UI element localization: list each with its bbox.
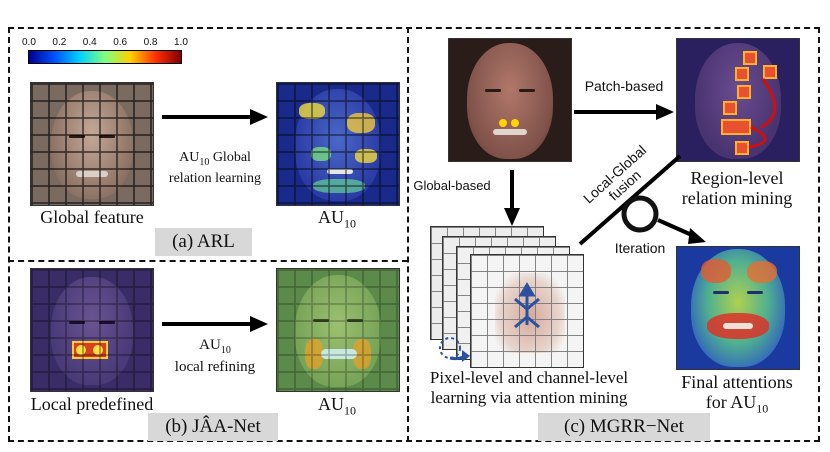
arrow-b-line2: local refining (174, 359, 256, 375)
arrow-b-line1: AU10 (199, 337, 231, 356)
channel-loop-arrow (439, 337, 470, 362)
colorbar-tick-label: 0.2 (52, 37, 67, 48)
colorbar-tick-label: 0.8 (143, 37, 158, 48)
colorbar-ticks: 0.0 0.2 0.4 0.6 0.8 1.0 (22, 37, 188, 49)
panel-b-label: (b) JÂA-Net (148, 413, 278, 441)
global-feature-caption: Global feature (40, 207, 144, 227)
panel-divider-vertical (407, 27, 409, 442)
local-predefined-caption: Local predefined (30, 394, 154, 414)
outer-dashed-frame (8, 27, 820, 442)
colorbar-tick-label: 1.0 (174, 37, 188, 48)
jaa-attention-heatmap (276, 268, 400, 392)
arl-attention-heatmap (276, 82, 400, 206)
jaa-output-caption: AU10 (318, 394, 356, 418)
final-attention-heatmap (676, 246, 800, 370)
region-level-caption: Region-level relation mining (662, 168, 812, 208)
region-caption-line2: relation mining (681, 188, 793, 208)
patch-based-arrow (574, 104, 674, 120)
attention-arrows (514, 282, 540, 329)
panel-a-label: (a) ARL (155, 228, 252, 256)
arrow-a-line2: relation learning (168, 170, 262, 186)
arrow-a (162, 109, 268, 125)
patch-based-label: Patch-based (584, 78, 664, 94)
final-caption-line2: for AU10 (705, 392, 769, 416)
final-caption-line1: Final attentions (681, 372, 793, 392)
region-caption-line1: Region-level (690, 168, 784, 188)
pixel-level-caption: Pixel-level and channel-level learning v… (402, 368, 656, 408)
panel-c-label: (c) MGRR−Net (538, 413, 710, 441)
colorbar: 0.0 0.2 0.4 0.6 0.8 1.0 (22, 37, 188, 65)
colorbar-tick-label: 0.4 (82, 37, 97, 48)
iteration-arrow (621, 195, 706, 244)
arrow-b (162, 316, 268, 332)
feature-map-layer-4 (470, 254, 584, 368)
region-level-image (676, 38, 800, 162)
pixel-caption-line2: learning via attention mining (430, 388, 628, 407)
global-based-label: Global-based (413, 178, 491, 193)
arrow-a-line1: AU10 Global (179, 150, 251, 168)
colorbar-tick-label: 0.6 (113, 37, 128, 48)
arrow-b-label: AU10 local refining (150, 337, 280, 376)
arl-output-caption: AU10 (318, 207, 356, 231)
colorbar-tick-label: 0.0 (22, 37, 36, 48)
colorbar-gradient (28, 50, 182, 64)
local-predefined-face-image (30, 268, 154, 392)
pixel-caption-line1: Pixel-level and channel-level (429, 368, 629, 387)
arrow-a-label: AU10 Global relation learning (150, 150, 280, 187)
source-face-image (448, 38, 572, 162)
iteration-label: Iteration (614, 240, 666, 256)
global-based-arrow (504, 170, 520, 226)
global-feature-face-image (30, 82, 154, 206)
panel-divider-horizontal (8, 260, 408, 262)
final-attention-caption: Final attentions for AU10 (660, 372, 814, 419)
